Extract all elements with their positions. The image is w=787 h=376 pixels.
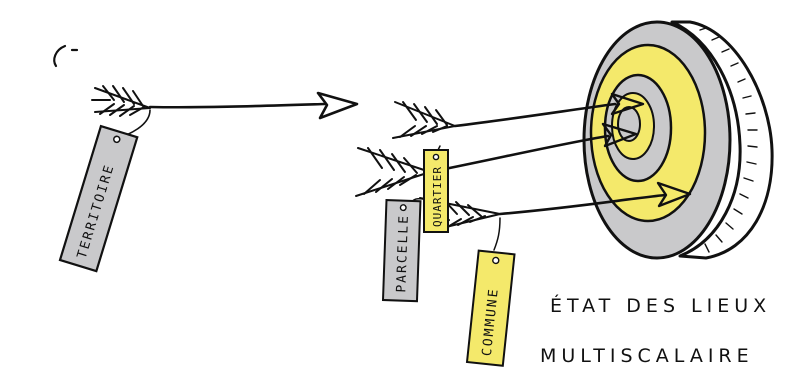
tag-commune: COMMUNE: [467, 251, 515, 366]
caption-line-1: ÉTAT DES LIEUX: [550, 294, 771, 317]
fletching: [393, 102, 455, 138]
fletching: [92, 86, 150, 116]
arrow-territoire: [54, 46, 357, 140]
tag-parcelle: PARCELLE: [383, 200, 420, 301]
tag-string: [494, 218, 500, 250]
caption-line-2: MULTISCALAIRE: [540, 345, 754, 367]
arrow-head: [318, 93, 357, 118]
target: [584, 22, 772, 258]
tag-territoire: TERRITOIRE: [60, 126, 137, 271]
tag-quartier: QUARTIER: [424, 150, 448, 232]
arrow-shaft: [150, 104, 325, 107]
motion-mark: [54, 46, 65, 66]
tag-parcelle-label: PARCELLE: [394, 214, 412, 293]
arrow-shaft: [430, 136, 608, 172]
fletching: [356, 148, 430, 196]
tag-quartier-label: QUARTIER: [431, 166, 444, 227]
